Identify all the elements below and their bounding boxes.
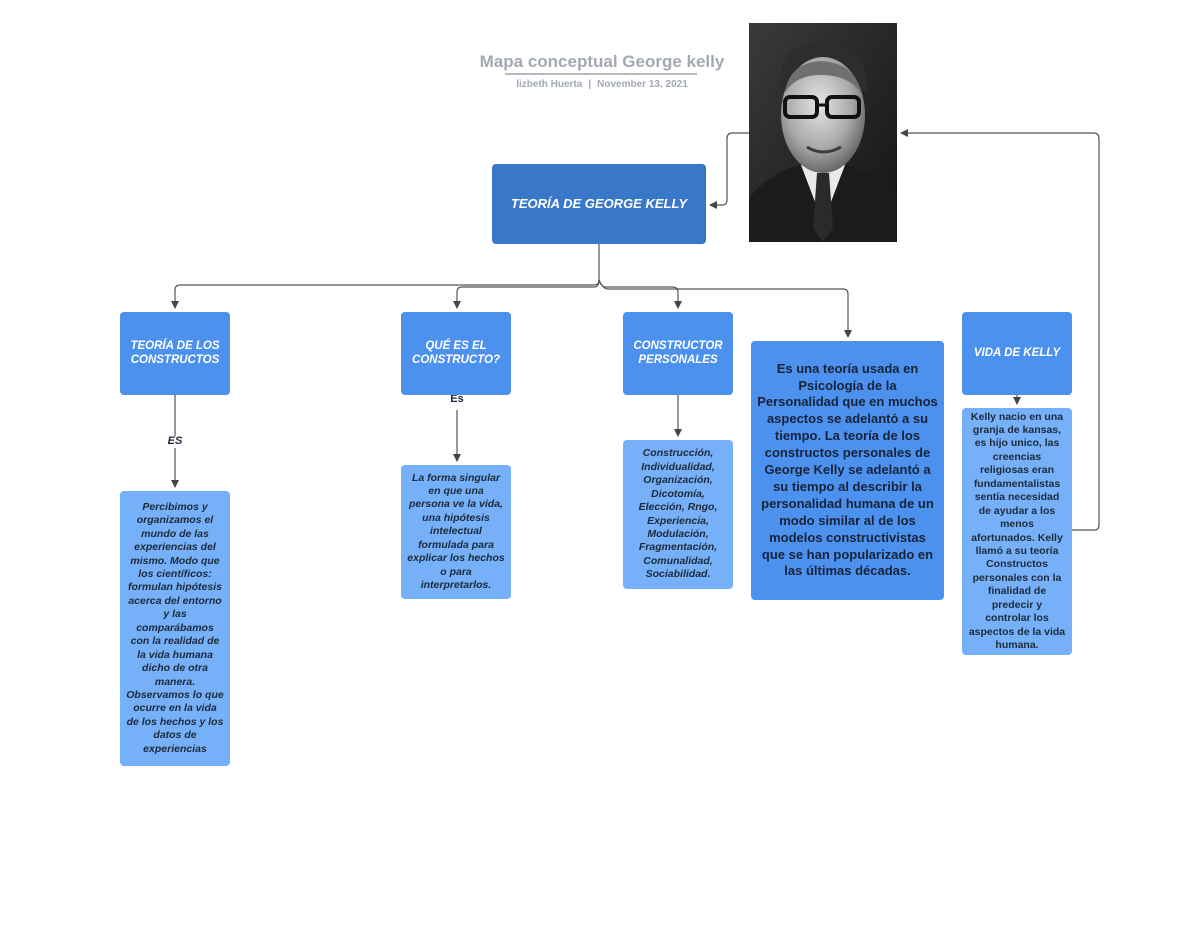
connector-photo-main bbox=[710, 133, 749, 205]
connector-to-constructor bbox=[599, 280, 678, 308]
node-kelly-life-desc: Kelly nacio en una granja de kansas, es … bbox=[962, 408, 1072, 655]
node-personal-constructor-desc: Construcción, Individualidad, Organizaci… bbox=[623, 440, 733, 589]
connector-to-constructs bbox=[175, 280, 599, 308]
node-kelly-life: VIDA DE KELLY bbox=[962, 312, 1072, 395]
node-constructs-theory: TEORÍA DE LOS CONSTRUCTOS bbox=[120, 312, 230, 395]
node-constructs-theory-desc: Percibimos y organizamos el mundo de las… bbox=[120, 491, 230, 766]
connector-label-es-left: ES bbox=[160, 435, 190, 447]
node-main-theory: TEORÍA DE GEORGE KELLY bbox=[492, 164, 706, 244]
node-what-is-construct-desc: La forma singular en que una persona ve … bbox=[401, 465, 511, 599]
connector-to-what-is bbox=[457, 280, 599, 308]
node-what-is-construct: QUÉ ES EL CONSTRUCTO? bbox=[401, 312, 511, 395]
node-theory-summary: Es una teoría usada en Psicología de la … bbox=[751, 341, 944, 600]
node-personal-constructor: CONSTRUCTOR PERSONALES bbox=[623, 312, 733, 395]
